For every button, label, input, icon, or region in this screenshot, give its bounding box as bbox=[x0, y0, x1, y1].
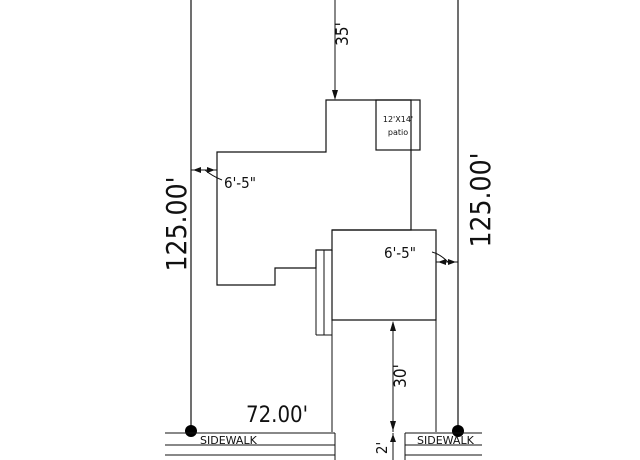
lot-frontage-label: 72.00' bbox=[246, 403, 308, 428]
right-corner-marker bbox=[452, 425, 464, 437]
sidewalk-gap-dimension: 2' bbox=[373, 433, 396, 460]
right-side-setback-label: 6'-5" bbox=[384, 244, 416, 262]
patio-size-label: 12'X14' bbox=[383, 115, 413, 124]
patio-label: patio bbox=[388, 128, 408, 137]
sidewalk-label-left: SIDEWALK bbox=[200, 434, 258, 447]
front-setback-label: 30' bbox=[391, 364, 411, 388]
lot-depth-right-label: 125.00' bbox=[464, 152, 497, 247]
rear-setback-label: 35' bbox=[333, 22, 353, 46]
patio-box bbox=[375, 99, 421, 151]
sidewalk-label-right: SIDEWALK bbox=[417, 434, 475, 447]
house-footprint bbox=[216, 99, 412, 286]
sidewalk-gap-label: 2' bbox=[373, 442, 391, 454]
rear-setback-dimension: 35' bbox=[332, 0, 353, 100]
left-corner-marker bbox=[185, 425, 197, 437]
left-side-setback-label: 6'-5" bbox=[224, 174, 256, 192]
right-side-setback-dimension: 6'-5" bbox=[384, 244, 458, 265]
front-walkway bbox=[315, 250, 437, 432]
front-setback-dimension: 30' bbox=[390, 321, 411, 432]
lot-depth-left-label: 125.00' bbox=[160, 176, 193, 271]
left-side-setback-dimension: 6'-5" bbox=[191, 167, 256, 192]
sidewalk bbox=[165, 432, 482, 460]
